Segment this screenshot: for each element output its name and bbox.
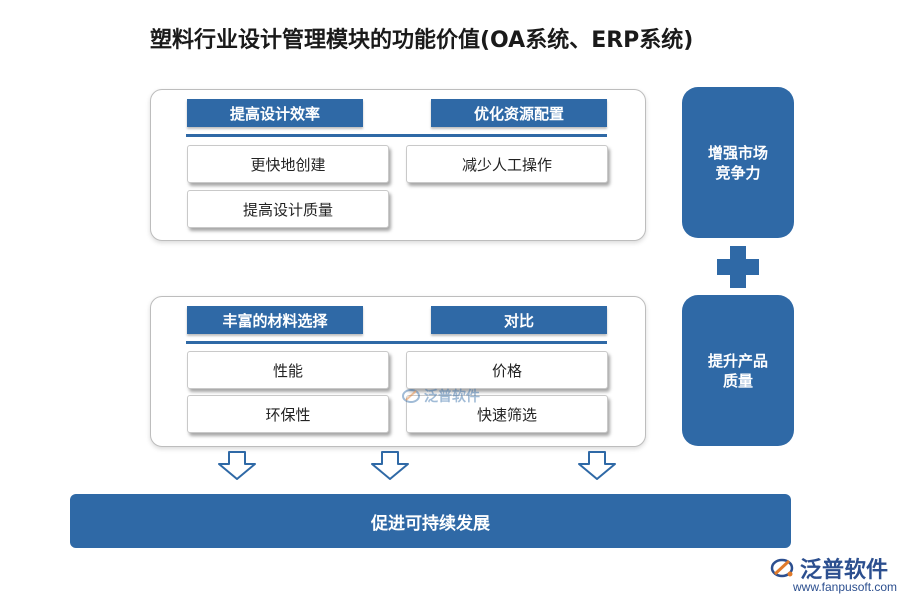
watermark-text: 泛普软件	[424, 389, 480, 405]
panel2-divider	[186, 341, 607, 344]
cell-price: 价格	[406, 351, 608, 389]
panel1-divider	[186, 134, 607, 137]
down-arrow-icon	[578, 451, 616, 480]
side-box-product-quality: 提升产品质量	[682, 295, 794, 446]
down-arrow-icon	[371, 451, 409, 480]
sustainable-development-bar: 促进可持续发展	[70, 494, 791, 548]
cell-improve-quality: 提高设计质量	[187, 190, 389, 228]
logo-url: www.fanpusoft.com	[793, 580, 898, 594]
cell-faster-create: 更快地创建	[187, 145, 389, 183]
header-rich-materials: 丰富的材料选择	[187, 306, 363, 334]
brand-logo: 泛普软件	[770, 552, 888, 584]
side-box-bottom-label: 提升产品质量	[707, 351, 768, 390]
cell-fast-filter: 快速筛选	[406, 395, 608, 433]
header-improve-design-efficiency: 提高设计效率	[187, 99, 363, 127]
side-box-top-label: 增强市场竞争力	[707, 143, 768, 182]
header-compare: 对比	[431, 306, 607, 334]
diagram-title: 塑料行业设计管理模块的功能价值(OA系统、ERP系统)	[150, 28, 694, 53]
down-arrow-icon	[218, 451, 256, 480]
cell-reduce-manual: 减少人工操作	[406, 145, 608, 183]
cell-performance: 性能	[187, 351, 389, 389]
cell-eco-friendly: 环保性	[187, 395, 389, 433]
fanpu-logo-icon	[770, 558, 794, 578]
watermark-logo-icon	[402, 389, 420, 403]
watermark: 泛普软件	[402, 386, 480, 406]
header-optimize-resources: 优化资源配置	[431, 99, 607, 127]
logo-name: 泛普软件	[800, 558, 889, 583]
plus-icon	[717, 246, 759, 288]
side-box-market-competitiveness: 增强市场竞争力	[682, 87, 794, 238]
